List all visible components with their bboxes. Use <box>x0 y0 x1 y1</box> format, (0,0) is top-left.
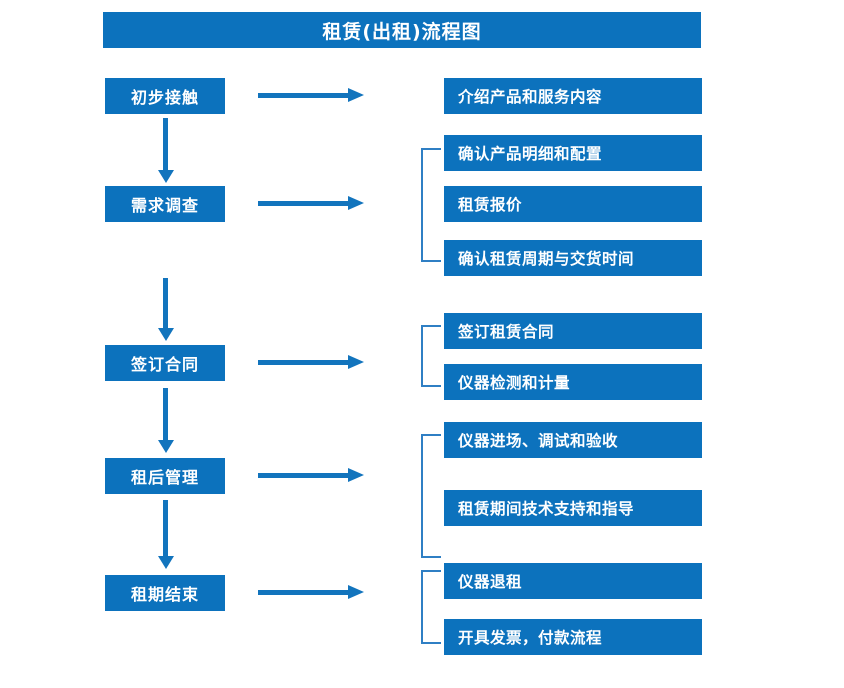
arrow-shaft <box>163 278 168 328</box>
stage-box-sign-contract[interactable]: 签订合同 <box>105 345 225 381</box>
horizontal-arrow-5 <box>258 584 364 602</box>
arrow-head-down-icon <box>158 170 174 183</box>
vertical-arrow-4 <box>157 500 175 570</box>
arrow-head-down-icon <box>158 328 174 341</box>
detail-box-rental-quote[interactable]: 租赁报价 <box>444 186 702 222</box>
arrow-head-down-icon <box>158 440 174 453</box>
vertical-arrow-2 <box>157 278 175 342</box>
horizontal-arrow-4 <box>258 467 364 485</box>
detail-box-confirm-period[interactable]: 确认租赁周期与交货时间 <box>444 240 702 276</box>
arrow-head-right-icon <box>348 88 364 102</box>
stage-box-demand-survey[interactable]: 需求调查 <box>105 186 225 222</box>
horizontal-arrow-1 <box>258 87 364 105</box>
detail-box-instrument-onsite[interactable]: 仪器进场、调试和验收 <box>444 422 702 458</box>
stage-box-lease-end[interactable]: 租期结束 <box>105 575 225 611</box>
arrow-head-right-icon <box>348 196 364 210</box>
arrow-shaft <box>258 93 350 98</box>
vertical-arrow-3 <box>157 388 175 454</box>
vertical-arrow-1 <box>157 118 175 184</box>
arrow-shaft <box>258 360 350 365</box>
detail-box-confirm-spec[interactable]: 确认产品明细和配置 <box>444 135 702 171</box>
arrow-head-right-icon <box>348 355 364 369</box>
stage-box-initial-contact[interactable]: 初步接触 <box>105 78 225 114</box>
arrow-head-down-icon <box>158 556 174 569</box>
arrow-shaft <box>258 590 350 595</box>
horizontal-arrow-3 <box>258 354 364 372</box>
arrow-shaft <box>163 500 168 556</box>
group-bracket-sign-contract <box>421 325 441 387</box>
group-bracket-demand-survey <box>421 148 441 262</box>
arrow-head-right-icon <box>348 585 364 599</box>
page-title: 租赁(出租)流程图 <box>103 12 701 48</box>
group-bracket-lease-end <box>421 570 441 644</box>
arrow-shaft <box>258 473 350 478</box>
detail-box-intro-products[interactable]: 介绍产品和服务内容 <box>444 78 702 114</box>
detail-box-tech-support[interactable]: 租赁期间技术支持和指导 <box>444 490 702 526</box>
arrow-shaft <box>163 118 168 170</box>
arrow-shaft <box>163 388 168 440</box>
detail-box-sign-rental-contract[interactable]: 签订租赁合同 <box>444 313 702 349</box>
detail-box-instrument-test[interactable]: 仪器检测和计量 <box>444 364 702 400</box>
detail-box-invoice-payment[interactable]: 开具发票，付款流程 <box>444 619 702 655</box>
horizontal-arrow-2 <box>258 195 364 213</box>
group-bracket-post-rent-manage <box>421 434 441 558</box>
arrow-shaft <box>258 201 350 206</box>
detail-box-instrument-return[interactable]: 仪器退租 <box>444 563 702 599</box>
stage-box-post-rent-manage[interactable]: 租后管理 <box>105 458 225 494</box>
arrow-head-right-icon <box>348 468 364 482</box>
